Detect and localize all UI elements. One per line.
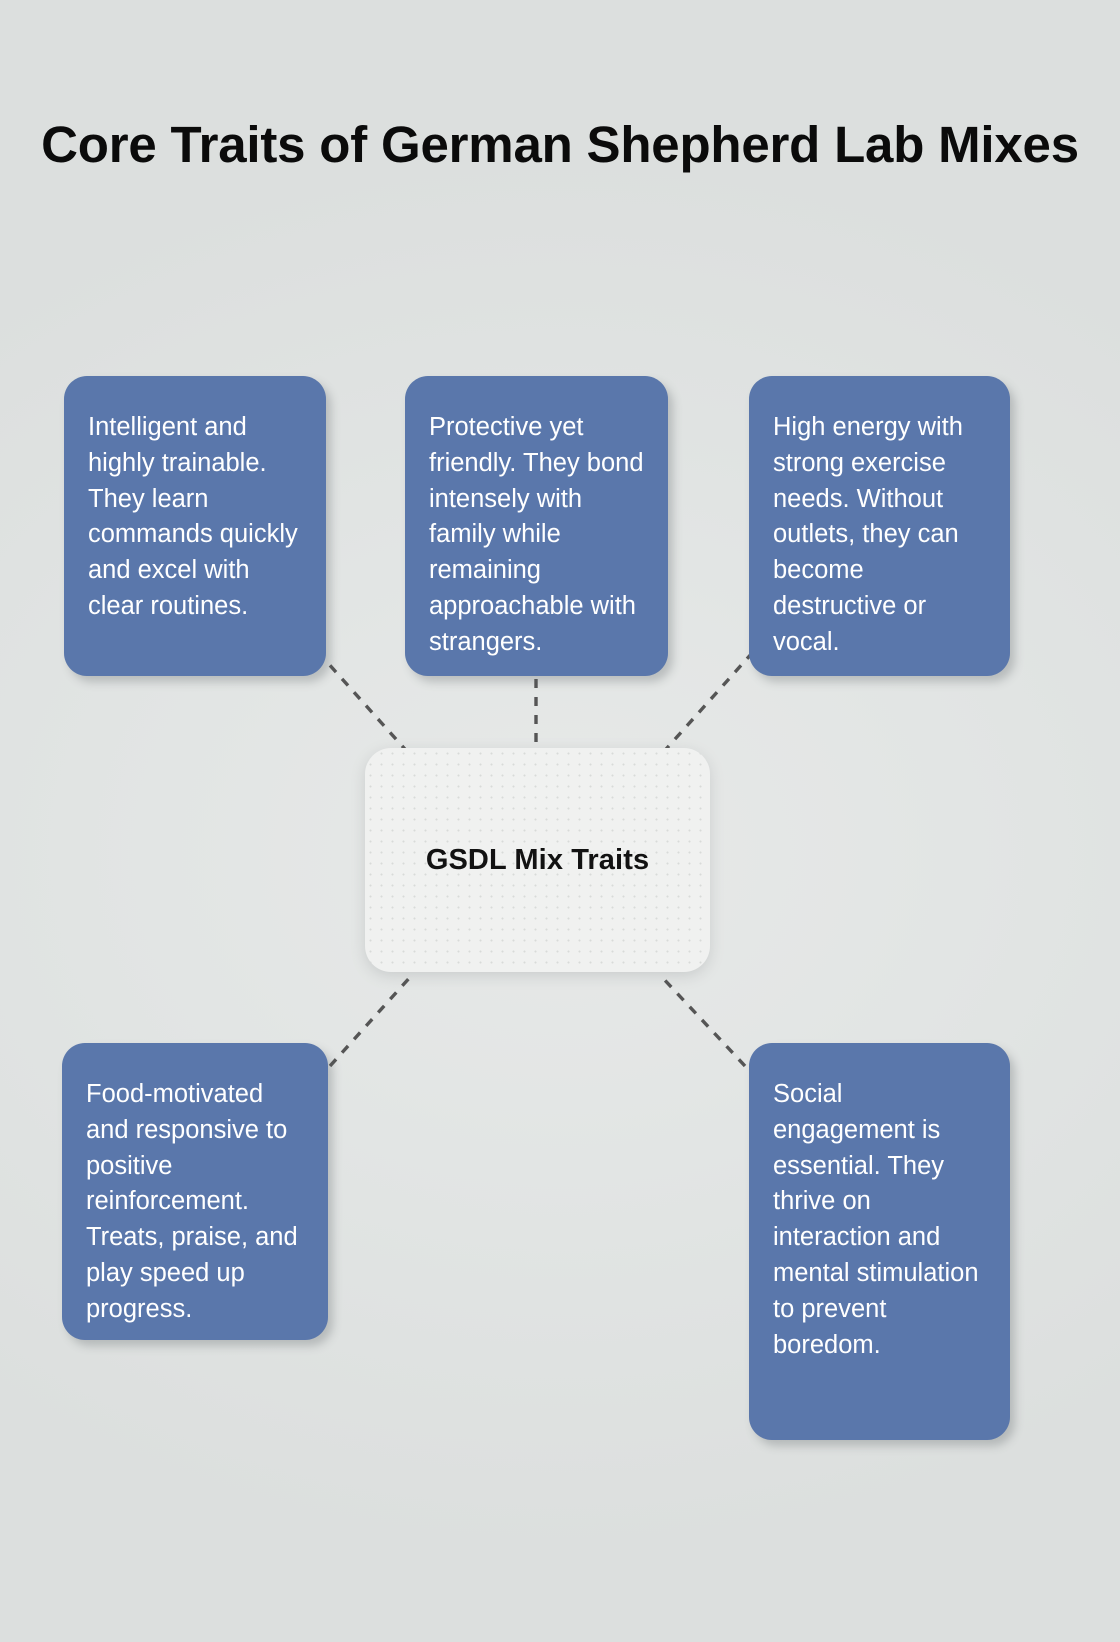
trait-card-protective[interactable]: Protective yet friendly. They bond inten… bbox=[405, 376, 668, 676]
connector-bottom-left bbox=[328, 973, 414, 1068]
connector-bottom-right bbox=[658, 973, 747, 1068]
trait-card-text: Intelligent and highly trainable. They l… bbox=[88, 413, 298, 620]
trait-card-food-motivated[interactable]: Food-motivated and responsive to positiv… bbox=[62, 1043, 328, 1340]
connector-top-left bbox=[316, 650, 414, 759]
page-title: Core Traits of German Shepherd Lab Mixes bbox=[41, 116, 1079, 173]
trait-card-text: High energy with strong exercise needs. … bbox=[773, 413, 963, 656]
trait-card-text: Protective yet friendly. They bond inten… bbox=[429, 413, 644, 656]
center-node-label: GSDL Mix Traits bbox=[425, 843, 650, 876]
center-node[interactable]: GSDL Mix Traits bbox=[365, 748, 710, 972]
trait-card-intelligence[interactable]: Intelligent and highly trainable. They l… bbox=[64, 376, 326, 676]
trait-card-energy[interactable]: High energy with strong exercise needs. … bbox=[749, 376, 1010, 676]
trait-card-social[interactable]: Social engagement is essential. They thr… bbox=[749, 1043, 1010, 1440]
connector-top-right bbox=[657, 650, 755, 759]
trait-card-text: Food-motivated and responsive to positiv… bbox=[86, 1080, 298, 1323]
trait-card-text: Social engagement is essential. They thr… bbox=[773, 1080, 979, 1359]
